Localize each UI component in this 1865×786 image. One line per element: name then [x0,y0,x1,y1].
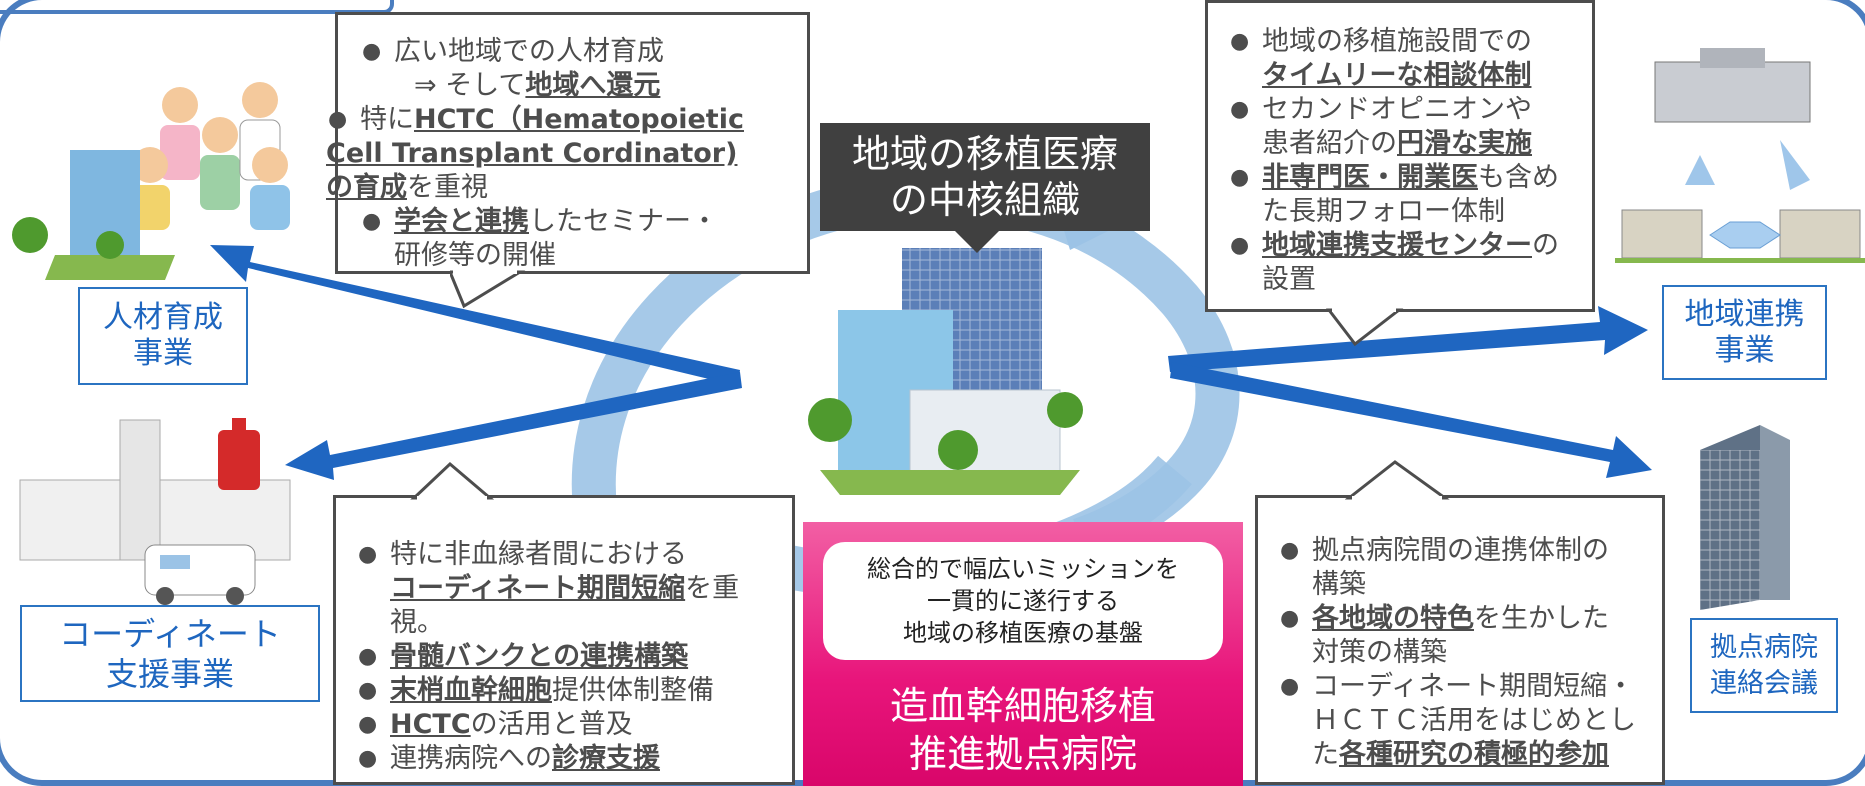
core-line2: の中核組織 [889,178,1080,222]
callout-kyoten-tail [1345,460,1450,500]
arrow-to-coordinate [285,372,742,480]
callout-chiiki-tail [1325,308,1404,347]
label-jinzai-line1: 人材育成 [103,300,223,335]
label-jinzai-line2: 事業 [133,336,193,371]
coordinate-item-5: 連携病院への診療支援 [356,742,784,776]
hospital-name: 造血幹細胞移植 推進拠点病院 [803,682,1243,778]
mission-line2: 一貫的に遂行する [927,587,1119,615]
mission-line1: 総合的で幅広いミッションを [867,555,1179,583]
title-tab-stub [0,0,394,14]
label-coordinate-line1: コーディネート [59,614,281,653]
coordinate-item-4: HCTCの活用と普及 [356,708,784,742]
arrow-to-kyoten [1170,362,1652,478]
mission-line3: 地域の移植医療の基盤 [903,619,1143,647]
label-jinzai: 人材育成 事業 [78,287,248,385]
hospital-name-line2: 推進拠点病院 [908,732,1137,776]
jinzai-item-1: 広い地域での人材育成⇒ そして地域へ還元 [360,35,789,103]
label-chiiki-line1: 地域連携 [1684,296,1805,332]
jinzai-item-3: 学会と連携したセミナー・研修等の開催 [360,205,789,273]
core-line1: 地域の移植医療 [851,132,1118,176]
foundation-mission-box: 総合的で幅広いミッションを 一貫的に遂行する 地域の移植医療の基盤 [823,542,1223,660]
center-building-icon [808,248,1083,495]
label-kyoten-line1: 拠点病院 [1710,631,1818,663]
glass-tower-illustration [1700,425,1790,610]
callout-coordinate-tail [410,461,495,500]
hospital-name-line1: 造血幹細胞移植 [889,684,1156,728]
callout-jinzai: 広い地域での人材育成⇒ そして地域へ還元 特にHCTC（Hematopoieti… [326,12,810,274]
hospital-ambulance-illustration [19,418,291,605]
label-kyoten-line2: 連絡会議 [1710,667,1818,699]
arrow-to-jinzai [210,245,740,386]
coordinate-item-3: 末梢血幹細胞提供体制整備 [356,674,784,708]
label-kyoten: 拠点病院 連絡会議 [1690,618,1838,713]
label-chiiki: 地域連携 事業 [1662,285,1827,380]
core-organization-label: 地域の移植医療 の中核組織 [820,123,1150,231]
arrow-to-chiiki [1168,306,1648,372]
label-coordinate-line2: 支援事業 [105,654,234,693]
core-label-tail [955,231,999,253]
people-illustration [130,82,290,230]
foundation-panel: 総合的で幅広いミッションを 一貫的に遂行する 地域の移植医療の基盤 造血幹細胞移… [803,522,1243,786]
label-coordinate: コーディネート 支援事業 [20,605,320,702]
label-chiiki-line2: 事業 [1714,332,1775,368]
callout-jinzai-tail [450,270,526,309]
arrow-left-group [210,245,1652,480]
coordinate-item-2: 骨髄バンクとの連携構築 [356,640,784,674]
hospital-network-illustration [1615,48,1865,263]
left-building-icon [12,150,175,280]
